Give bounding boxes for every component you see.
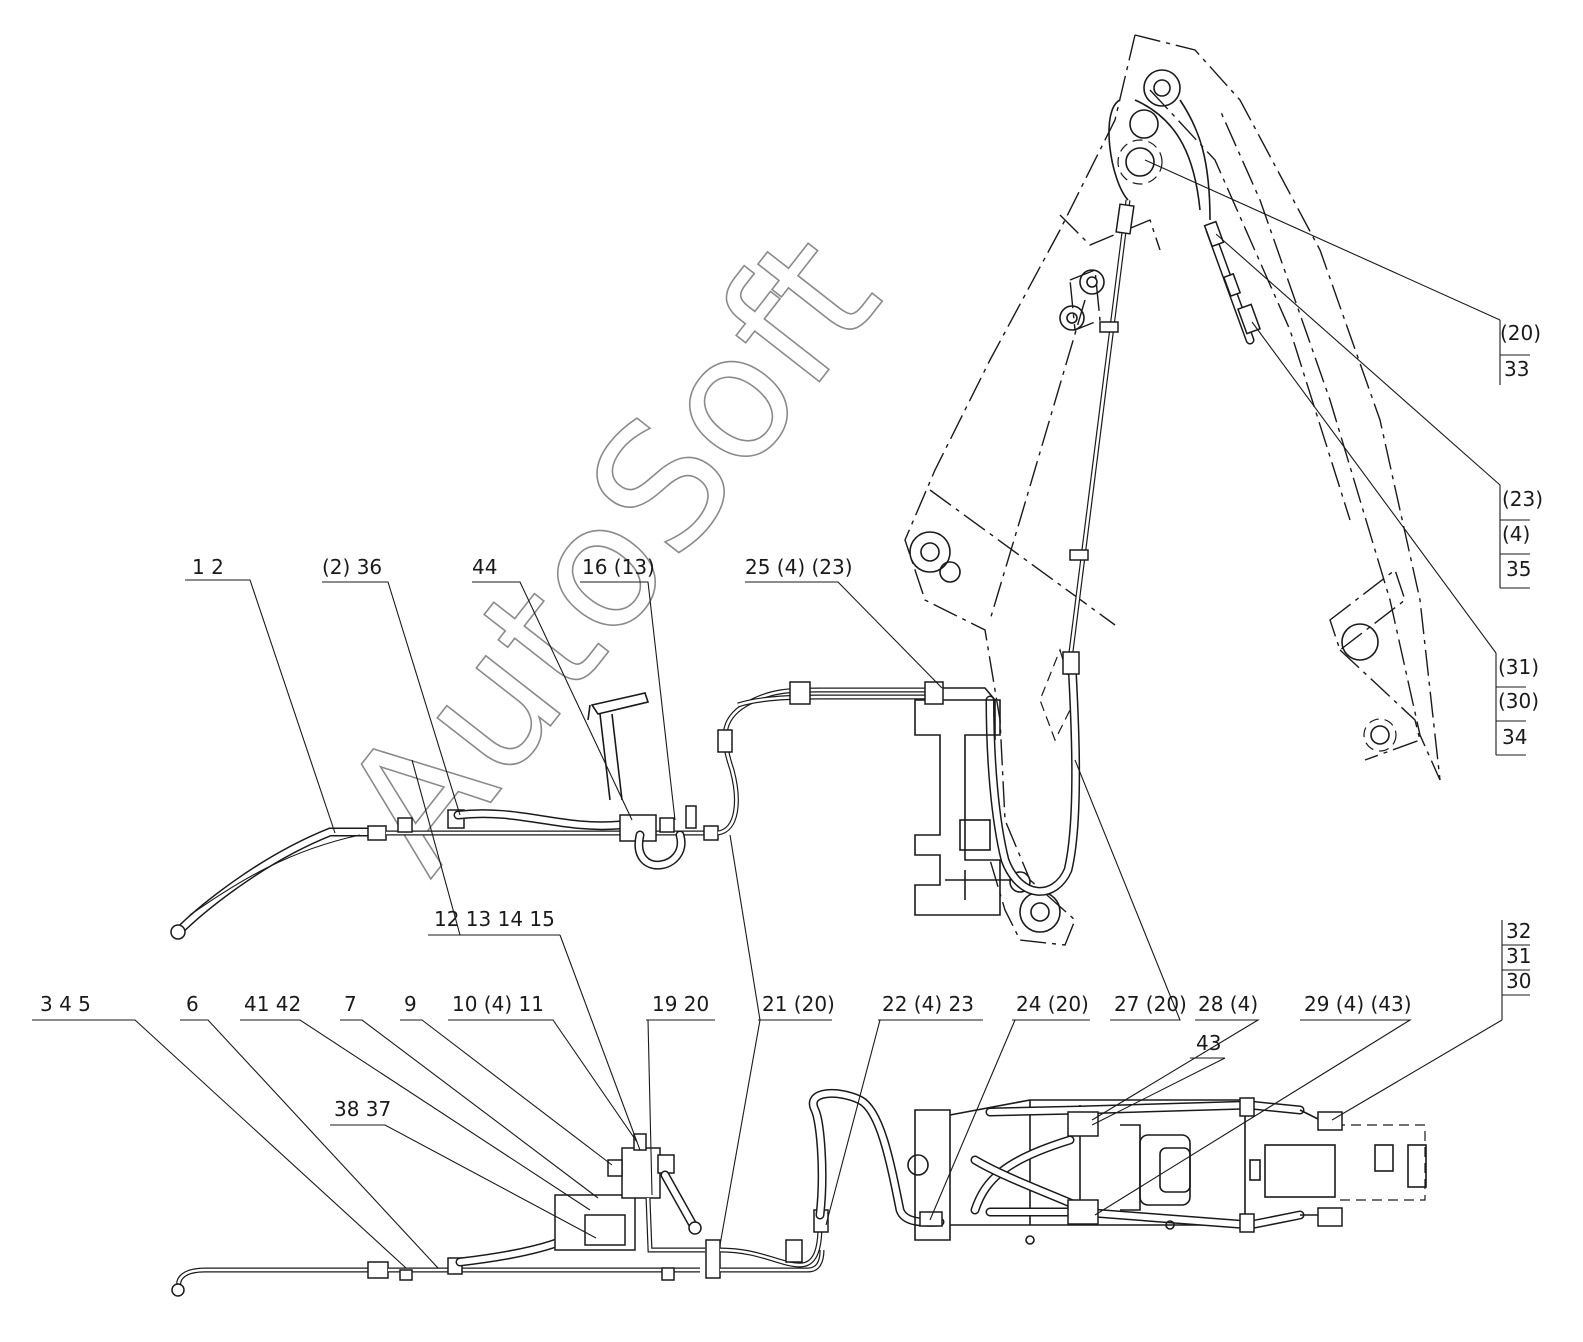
callout-22-4-23: 22 (4) 23 [882, 992, 974, 1016]
callout-4-right: (4) [1502, 522, 1530, 546]
callout-43: 43 [1196, 1031, 1221, 1055]
callout-44: 44 [472, 555, 497, 579]
callout-2-36: (2) 36 [322, 555, 382, 579]
callout-24-20: 24 (20) [1016, 992, 1089, 1016]
callout-10-4-11: 10 (4) 11 [452, 992, 544, 1016]
callout-9: 9 [404, 992, 417, 1016]
callout-23-right: (23) [1502, 487, 1543, 511]
control-valve [621, 1147, 661, 1199]
boom-foot-pin [909, 531, 951, 573]
callout-33: 33 [1504, 357, 1529, 381]
callout-34: 34 [1502, 725, 1527, 749]
callout-41-42: 41 42 [244, 992, 301, 1016]
boom-hoses [985, 99, 1261, 896]
quick-coupler-upper [1317, 1111, 1343, 1131]
callout-20-top: (20) [1500, 321, 1541, 345]
callout-21-20: 21 (20) [762, 992, 835, 1016]
callout-19-20: 19 20 [652, 992, 709, 1016]
callout-27-20: 27 (20) [1114, 992, 1187, 1016]
callout-7: 7 [344, 992, 357, 1016]
control-pedal [587, 692, 650, 801]
callout-1-2: 1 2 [192, 555, 224, 579]
callout-32: 32 [1506, 919, 1531, 943]
quick-coupler-lower [1317, 1207, 1343, 1227]
callout-labels: 1 2 (2) 36 44 16 (13) 25 (4) (23) (20) 3… [40, 321, 1543, 1121]
boom-outline [904, 34, 1441, 946]
boom-top-pin-outer [1143, 69, 1181, 107]
callout-30-lower: 30 [1506, 969, 1531, 993]
swing-bracket [914, 699, 1010, 916]
callout-31-lower: 31 [1506, 944, 1531, 968]
callout-12-15: 12 13 14 15 [434, 907, 555, 931]
hose-end-fitting-1 [170, 924, 186, 940]
upper-line-assembly [170, 681, 996, 940]
callout-6: 6 [186, 992, 199, 1016]
breaker-attachment [907, 1097, 1427, 1245]
callout-30-right: (30) [1498, 689, 1539, 713]
callout-3-5: 3 4 5 [40, 992, 91, 1016]
callout-16-13: 16 (13) [582, 555, 655, 579]
callout-25-4-23: 25 (4) (23) [745, 555, 853, 579]
callout-35: 35 [1506, 557, 1531, 581]
lower-line-assembly [171, 1088, 945, 1297]
hose-end-fitting-3 [171, 1283, 185, 1297]
callout-29-4-43: 29 (4) (43) [1304, 992, 1412, 1016]
boom-pins [909, 69, 1397, 933]
callout-28-4: 28 (4) [1198, 992, 1258, 1016]
callout-38-37: 38 37 [334, 1097, 391, 1121]
callout-31-right: (31) [1498, 655, 1539, 679]
leader-lines [32, 159, 1530, 1269]
